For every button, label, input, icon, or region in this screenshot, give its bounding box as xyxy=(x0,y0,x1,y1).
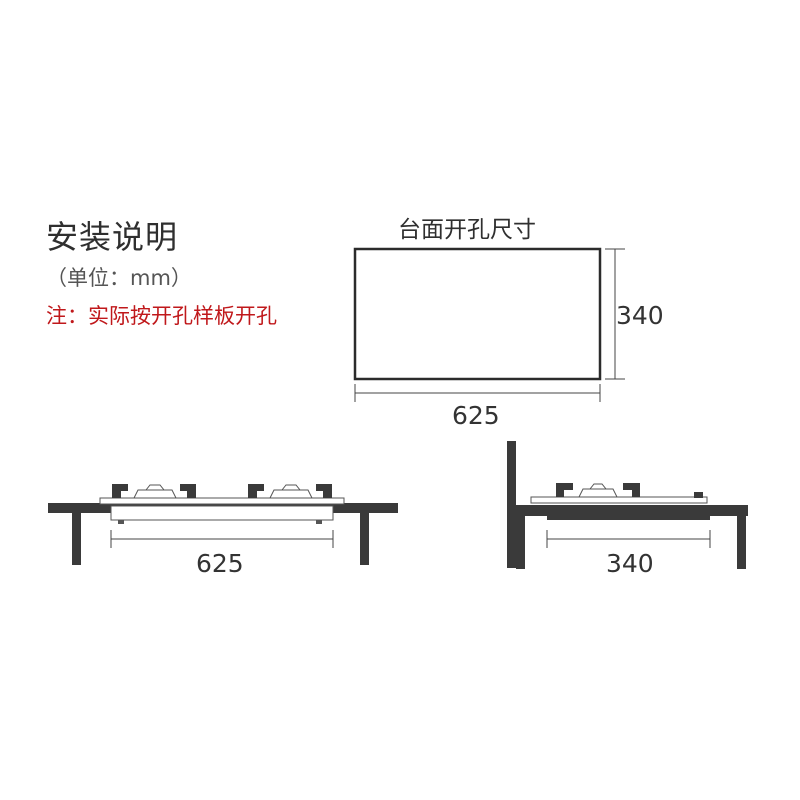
hob-glass xyxy=(99,497,345,505)
cabinet-front xyxy=(737,516,746,569)
side-depth-label: 340 xyxy=(606,549,654,578)
cutout-rectangle xyxy=(353,247,602,381)
pan-support-icon xyxy=(180,484,196,498)
pan-support-icon xyxy=(248,484,264,498)
burner-icon xyxy=(269,489,313,499)
unit-label: （单位：mm） xyxy=(46,266,192,290)
hob-foot xyxy=(118,520,124,524)
burner-cap-icon xyxy=(280,484,302,491)
hob-body-front xyxy=(110,505,334,521)
burner-icon xyxy=(578,488,618,498)
burner-cap-icon xyxy=(144,484,166,491)
page-title: 安装说明 xyxy=(46,218,179,256)
side-depth-dimension xyxy=(546,530,711,548)
pan-support-icon xyxy=(112,484,128,498)
hob-glass-side xyxy=(530,496,708,504)
hob-foot xyxy=(316,520,322,524)
knob-icon xyxy=(694,492,703,498)
hob-body-side xyxy=(547,508,710,520)
cutout-height-label: 340 xyxy=(616,301,664,330)
note-text: 注：实际按开孔样板开孔 xyxy=(46,304,277,328)
front-view: 625 xyxy=(48,484,398,578)
cabinet-side-left xyxy=(72,513,81,565)
cutout-title: 台面开孔尺寸 xyxy=(398,217,536,243)
front-width-dimension xyxy=(110,530,334,548)
cutout-diagram: 340 625 xyxy=(353,247,664,430)
cabinet-back xyxy=(516,516,525,569)
burner-cap-icon xyxy=(588,483,608,490)
wall xyxy=(507,441,516,568)
pan-support-icon xyxy=(316,484,332,498)
cutout-width-label: 625 xyxy=(452,401,500,430)
cutout-height-dimension xyxy=(605,248,625,380)
side-view: 340 xyxy=(507,441,748,578)
front-width-label: 625 xyxy=(196,549,244,578)
burner-icon xyxy=(133,489,177,499)
pan-support-icon xyxy=(556,483,573,497)
cutout-width-dimension xyxy=(354,384,601,402)
pan-support-icon xyxy=(623,483,640,497)
cabinet-side-right xyxy=(360,513,369,565)
